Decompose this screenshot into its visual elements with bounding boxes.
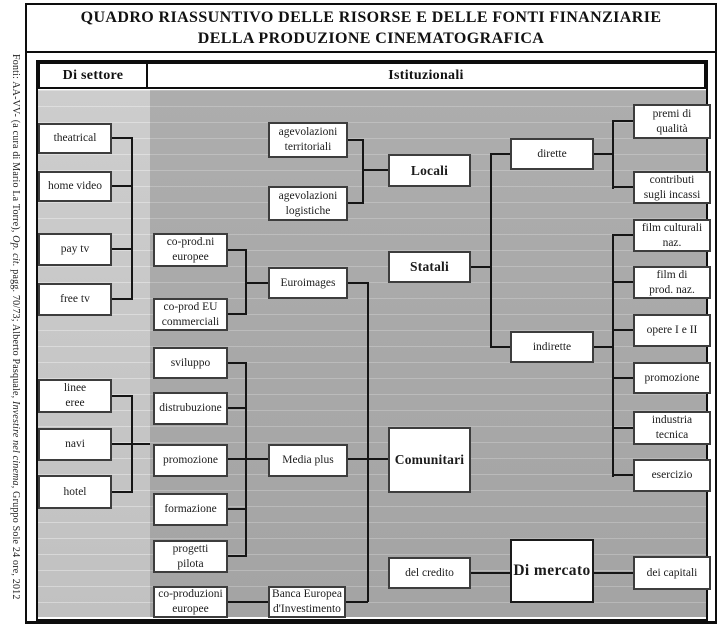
node-promozione: promozione — [153, 444, 228, 477]
edge — [228, 508, 247, 510]
node-esercizio: esercizio — [633, 459, 711, 492]
edge — [228, 458, 247, 460]
edge — [348, 202, 364, 204]
edge — [594, 346, 614, 348]
node-premi-di-qualita: premi di qualità — [633, 104, 711, 139]
node-linee-eree: linee eree — [38, 379, 112, 413]
node-statali: Statali — [388, 251, 471, 283]
edge — [612, 281, 633, 283]
edge — [367, 282, 369, 602]
node-theatrical: theatrical — [38, 123, 112, 154]
edge — [612, 234, 614, 477]
edge — [112, 185, 131, 187]
figure-title-line2: DELLA PRODUZIONE CINEMATOGRAFICA — [197, 29, 545, 47]
node-home-video: home video — [38, 171, 112, 202]
edge — [228, 555, 247, 557]
edge — [228, 362, 247, 364]
node-co-prodni-europee: co-prod.ni europee — [153, 233, 228, 267]
edge — [131, 395, 133, 493]
edge — [228, 601, 268, 603]
edge — [612, 377, 633, 379]
edge — [612, 474, 633, 476]
figure-title-box: QUADRO RIASSUNTIVO DELLE RISORSE E DELLE… — [25, 3, 717, 53]
edge — [471, 266, 492, 268]
source-note-text: pagg. 70/73; Alberto Pasquale, — [10, 266, 21, 402]
edge — [112, 248, 131, 250]
panel-di-settore — [38, 90, 150, 617]
source-note: Fonti: AA-VV- (a cura di Mario La Torre)… — [3, 54, 21, 610]
edge — [112, 491, 131, 493]
node-di-mercato: Di mercato — [510, 539, 594, 603]
edge — [228, 313, 247, 315]
node-industria-tecnica: industria tecnica — [633, 411, 711, 445]
node-euroimages: Euroimages — [268, 267, 348, 299]
edge — [131, 137, 133, 300]
node-free-tv: free tv — [38, 283, 112, 316]
edge — [612, 120, 614, 189]
node-co-prod-eu-commerciali: co-prod EU commerciali — [153, 298, 228, 331]
node-promozione-indiretta: promozione — [633, 362, 711, 394]
edge — [612, 234, 633, 236]
header-di-settore: Di settore — [38, 62, 148, 89]
node-hotel: hotel — [38, 475, 112, 509]
edge — [362, 139, 364, 204]
node-contributi-sugli-incassi: contributi sugli incassi — [633, 171, 711, 204]
edge — [348, 458, 388, 460]
edge — [594, 153, 614, 155]
node-agevolazioni-logistiche: agevolazioni logistiche — [268, 186, 348, 221]
edge — [612, 427, 633, 429]
node-indirette: indirette — [510, 331, 594, 363]
node-dei-capitali: dei capitali — [633, 556, 711, 590]
figure-title-line1: QUADRO RIASSUNTIVO DELLE RISORSE E DELLE… — [80, 8, 662, 26]
source-note-text: Fonti: AA-VV- (a cura di Mario La Torre)… — [10, 54, 21, 236]
node-film-di-prod-naz: film di prod. naz. — [633, 266, 711, 299]
edge — [245, 282, 268, 284]
node-agevolazioni-territoriali: agevolazioni territoriali — [268, 122, 348, 158]
node-banca-europea-investimento: Banca Europea d'Investimento — [268, 586, 346, 618]
node-dirette: dirette — [510, 138, 594, 170]
node-progetti-pilota: progetti pilota — [153, 540, 228, 573]
edge — [612, 329, 633, 331]
source-note-text: , Gruppo Sole 24 ore, 2012 — [10, 485, 21, 600]
edge — [490, 153, 492, 348]
node-co-produzioni-europee: co-produzioni europee — [153, 586, 228, 618]
edge — [245, 458, 268, 460]
node-formazione: formazione — [153, 493, 228, 526]
node-opere-i-e-ii: opere I e II — [633, 314, 711, 347]
edge — [612, 120, 633, 122]
edge — [612, 186, 633, 188]
edge — [348, 282, 368, 284]
edge — [112, 298, 131, 300]
edge — [112, 395, 131, 397]
node-media-plus: Media plus — [268, 444, 348, 477]
edge — [362, 169, 388, 171]
node-navi: navi — [38, 428, 112, 461]
edge — [346, 601, 368, 603]
source-note-book-title: Investire nel cinema — [10, 401, 21, 486]
edge — [490, 346, 510, 348]
source-note-opcit: Op. cit. — [10, 235, 21, 267]
edge — [594, 572, 633, 574]
node-distrubuzione: distrubuzione — [153, 392, 228, 425]
node-comunitari: Comunitari — [388, 427, 471, 493]
edge — [228, 407, 247, 409]
edge — [112, 137, 131, 139]
node-pay-tv: pay tv — [38, 233, 112, 266]
edge — [228, 249, 247, 251]
edge — [471, 572, 510, 574]
edge — [348, 139, 364, 141]
node-film-culturali-naz: film culturali naz. — [633, 219, 711, 252]
node-locali: Locali — [388, 154, 471, 187]
node-sviluppo: sviluppo — [153, 347, 228, 379]
node-del-credito: del credito — [388, 557, 471, 589]
header-istituzionali: Istituzionali — [146, 62, 706, 89]
edge — [490, 153, 510, 155]
